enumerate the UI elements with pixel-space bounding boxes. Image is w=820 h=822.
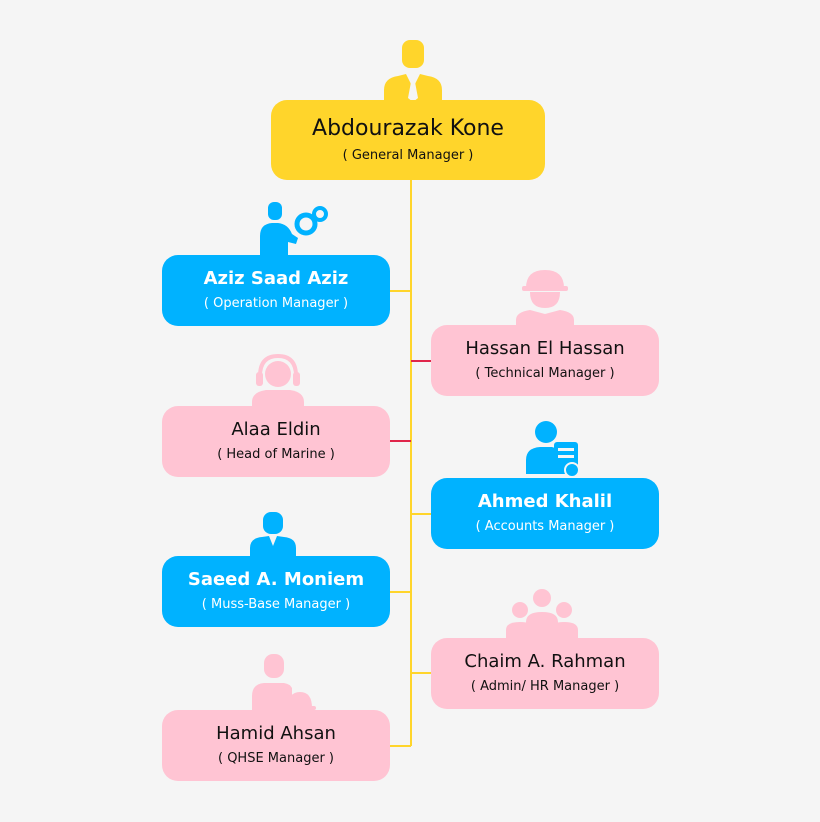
ahmed-name: Ahmed Khalil bbox=[477, 491, 613, 512]
saeed-name: Saeed A. Moniem bbox=[187, 569, 365, 590]
card-chaim: Chaim A. Rahman ( Admin/ HR Manager ) bbox=[431, 638, 659, 709]
chaim-role: ( Admin/ HR Manager ) bbox=[470, 679, 620, 694]
aziz-role: ( Operation Manager ) bbox=[203, 296, 349, 311]
hamid-role: ( QHSE Manager ) bbox=[218, 751, 334, 766]
businessman-tie-icon bbox=[384, 40, 442, 102]
ahmed-role: ( Accounts Manager ) bbox=[475, 519, 615, 534]
root-card: Abdourazak Kone ( General Manager ) bbox=[271, 100, 545, 180]
engineer-hardhat-icon bbox=[516, 270, 574, 326]
user-clipboard-icon bbox=[526, 421, 580, 478]
alaa-name: Alaa Eldin bbox=[231, 419, 321, 440]
hassan-name: Hassan El Hassan bbox=[465, 338, 625, 359]
card-hassan: Hassan El Hassan ( Technical Manager ) bbox=[431, 325, 659, 396]
chaim-name: Chaim A. Rahman bbox=[464, 651, 626, 672]
root-role: ( General Manager ) bbox=[342, 147, 474, 163]
team-group-icon bbox=[506, 589, 578, 640]
hamid-name: Hamid Ahsan bbox=[216, 723, 336, 744]
safety-helmet-person-icon bbox=[252, 654, 316, 710]
businessman-icon bbox=[250, 512, 296, 558]
card-aziz: Aziz Saad Aziz ( Operation Manager ) bbox=[162, 255, 390, 326]
card-saeed: Saeed A. Moniem ( Muss-Base Manager ) bbox=[162, 556, 390, 627]
hassan-role: ( Technical Manager ) bbox=[475, 366, 615, 381]
headset-operator-icon bbox=[252, 353, 304, 408]
card-alaa: Alaa Eldin ( Head of Marine ) bbox=[162, 406, 390, 477]
root-name: Abdourazak Kone bbox=[312, 115, 504, 141]
aziz-name: Aziz Saad Aziz bbox=[203, 268, 349, 289]
saeed-role: ( Muss-Base Manager ) bbox=[201, 597, 351, 612]
card-ahmed: Ahmed Khalil ( Accounts Manager ) bbox=[431, 478, 659, 549]
alaa-role: ( Head of Marine ) bbox=[217, 447, 335, 462]
manager-gears-icon bbox=[260, 202, 328, 256]
card-hamid: Hamid Ahsan ( QHSE Manager ) bbox=[162, 710, 390, 781]
